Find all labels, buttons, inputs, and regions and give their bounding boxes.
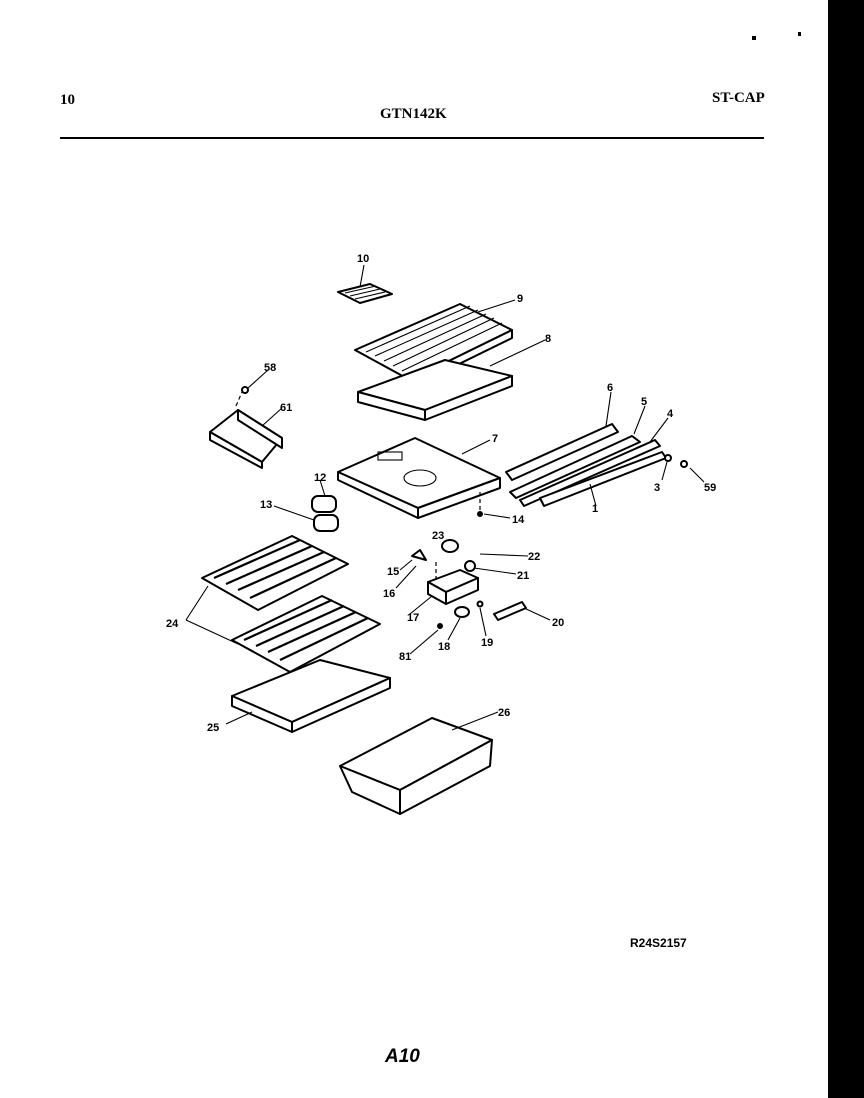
label-8: 8	[545, 333, 551, 345]
label-1: 1	[592, 503, 598, 515]
label-21: 21	[517, 570, 529, 582]
label-17: 17	[407, 612, 419, 624]
label-7: 7	[492, 433, 498, 445]
label-13: 13	[260, 499, 272, 511]
label-61: 61	[280, 402, 292, 414]
label-5: 5	[641, 396, 647, 408]
part-18	[454, 606, 470, 618]
label-16: 16	[383, 588, 395, 600]
label-3: 3	[654, 482, 660, 494]
header-rule	[60, 137, 764, 139]
edge-speck	[752, 36, 756, 40]
label-15: 15	[387, 566, 399, 578]
part-25-crisper-cover	[231, 659, 391, 733]
label-12: 12	[314, 472, 326, 484]
edge-speck	[798, 32, 801, 36]
part-12-13-cups	[311, 495, 339, 532]
label-18: 18	[438, 641, 450, 653]
label-10: 10	[357, 253, 369, 265]
label-24: 24	[166, 618, 179, 630]
part-3-screw	[664, 454, 672, 462]
label-22: 22	[528, 551, 540, 563]
control-assembly	[411, 539, 527, 629]
label-23: 23	[432, 530, 444, 542]
part-9-shelf-grille	[354, 303, 513, 389]
part-24-wire-shelf-upper	[201, 535, 349, 611]
model-number: GTN142K	[380, 106, 447, 122]
label-26: 26	[498, 707, 510, 719]
part-4-rail	[519, 439, 661, 507]
part-26-crisper-drawer	[339, 717, 493, 815]
part-61-bracket	[209, 386, 283, 469]
part-8-shelf-frame	[357, 359, 513, 421]
section-code: ST-CAP	[712, 90, 765, 106]
part-21	[464, 560, 476, 572]
part-5-rail	[509, 435, 641, 499]
label-81: 81	[399, 651, 411, 663]
leader-lines	[185, 264, 705, 731]
exploded-parts-diagram: 10 9 8 58 61 7 6 5 4 3 59 1 12 13 14 23 …	[166, 253, 716, 1067]
part-10-grille	[337, 283, 393, 304]
diagram-page: 10 GTN142K ST-CAP	[0, 0, 828, 1098]
part-81	[437, 623, 443, 629]
part-24-wire-shelf-lower	[231, 595, 381, 673]
label-4: 4	[667, 408, 674, 420]
part-labels: 10 9 8 58 61 7 6 5 4 3 59 1 12 13 14 23 …	[166, 253, 716, 734]
drawing-code: R24S2157	[630, 936, 687, 950]
part-20	[493, 601, 527, 621]
label-59: 59	[704, 482, 716, 494]
folio: A10	[384, 1046, 420, 1067]
part-19	[476, 600, 484, 608]
label-20: 20	[552, 617, 564, 629]
label-9: 9	[517, 293, 523, 305]
part-7-shelf	[337, 437, 501, 519]
part-15	[411, 549, 427, 561]
label-25: 25	[207, 722, 219, 734]
part-59-screw	[680, 460, 688, 468]
label-6: 6	[607, 382, 613, 394]
label-58: 58	[264, 362, 276, 374]
part-6-rail	[505, 423, 619, 481]
page-number: 10	[60, 92, 75, 108]
part-14-screw	[477, 511, 483, 517]
label-14: 14	[512, 514, 525, 526]
label-19: 19	[481, 637, 493, 649]
part-23-knob	[441, 539, 459, 553]
